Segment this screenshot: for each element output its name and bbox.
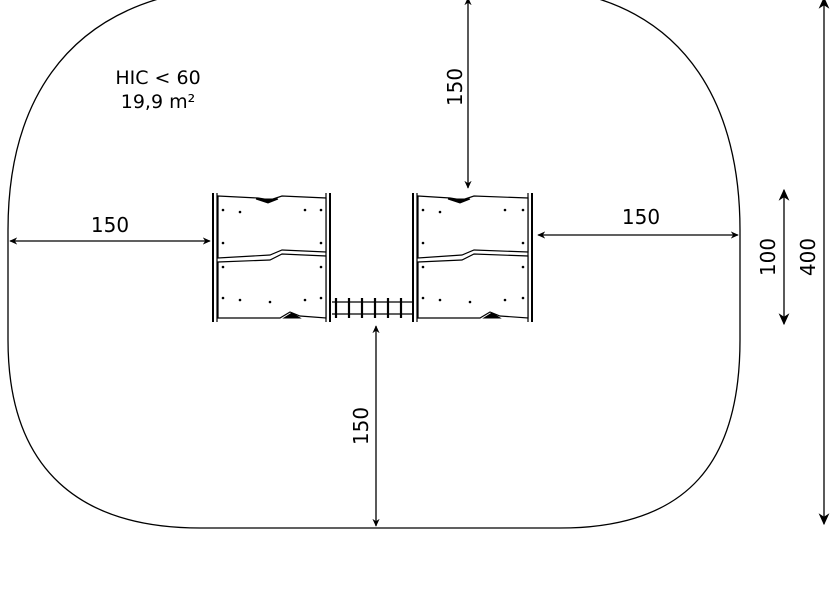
safety-zone-outline [7,0,741,529]
play-element-right [412,193,533,322]
play-element-left [212,193,331,322]
left-clearance-label: 150 [91,213,129,237]
hic-label: HIC < 60 [115,67,200,89]
connecting-bridge [332,298,412,318]
equipment-width-label: 100 [756,238,780,276]
right-clearance-label: 150 [622,205,660,229]
bottom-clearance-label: 150 [349,407,373,445]
top-clearance-label: 150 [443,68,467,106]
total-width-label: 400 [796,238,820,276]
area-label: 19,9 m² [121,91,195,113]
